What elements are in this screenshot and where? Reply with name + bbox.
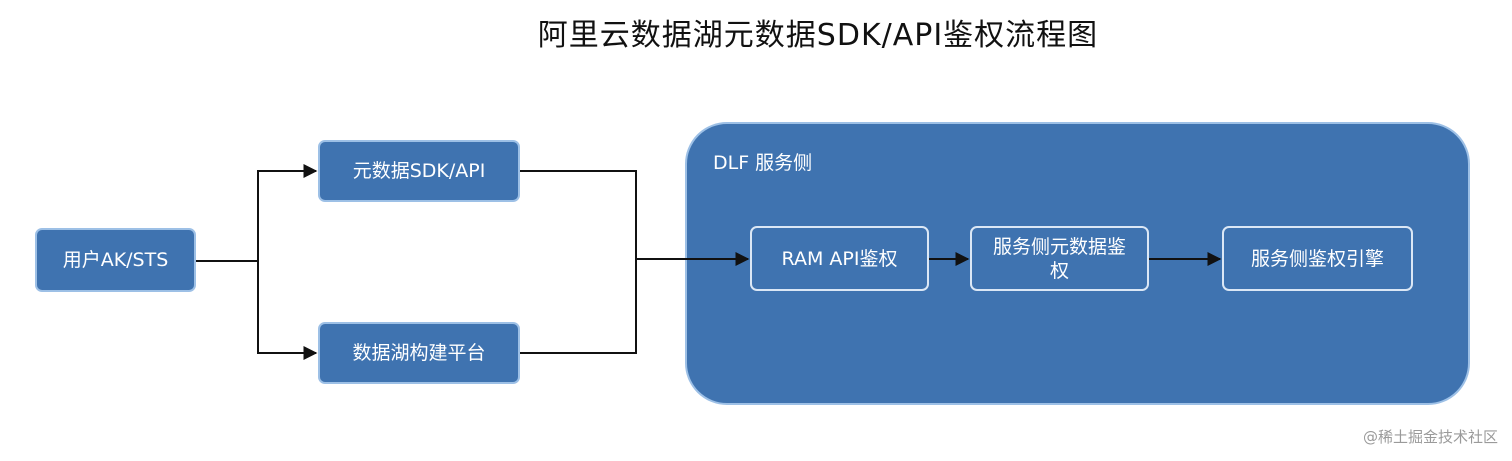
ram-api-auth-label: RAM API鉴权 bbox=[781, 247, 898, 270]
metadata-sdk-api-label: 元数据SDK/API bbox=[352, 160, 486, 182]
dlf-server-side-label: DLF 服务侧 bbox=[713, 152, 813, 174]
server-auth-engine-node: 服务侧鉴权引擎 bbox=[1222, 226, 1413, 291]
watermark-text: @稀土掘金技术社区 bbox=[1362, 428, 1498, 446]
connector-sdk-merge bbox=[520, 170, 637, 259]
server-metadata-auth-label: 服务侧元数据鉴权 bbox=[992, 235, 1126, 282]
connector-user-to-platform bbox=[257, 261, 318, 360]
user-credentials-label: 用户AK/STS bbox=[62, 249, 169, 271]
user-credentials-node: 用户AK/STS bbox=[35, 228, 196, 292]
data-lake-builder-label: 数据湖构建平台 bbox=[352, 342, 486, 364]
diagram-title: 阿里云数据湖元数据SDK/API鉴权流程图 bbox=[537, 18, 1099, 53]
ram-api-auth-node: RAM API鉴权 bbox=[750, 226, 929, 291]
server-auth-engine-label: 服务侧鉴权引擎 bbox=[1250, 247, 1384, 270]
data-lake-builder-node: 数据湖构建平台 bbox=[318, 322, 520, 384]
connector-platform-merge bbox=[520, 259, 637, 354]
server-metadata-auth-node: 服务侧元数据鉴权 bbox=[970, 226, 1149, 291]
metadata-sdk-api-node: 元数据SDK/API bbox=[318, 140, 520, 202]
connector-user-to-sdk bbox=[196, 164, 318, 262]
